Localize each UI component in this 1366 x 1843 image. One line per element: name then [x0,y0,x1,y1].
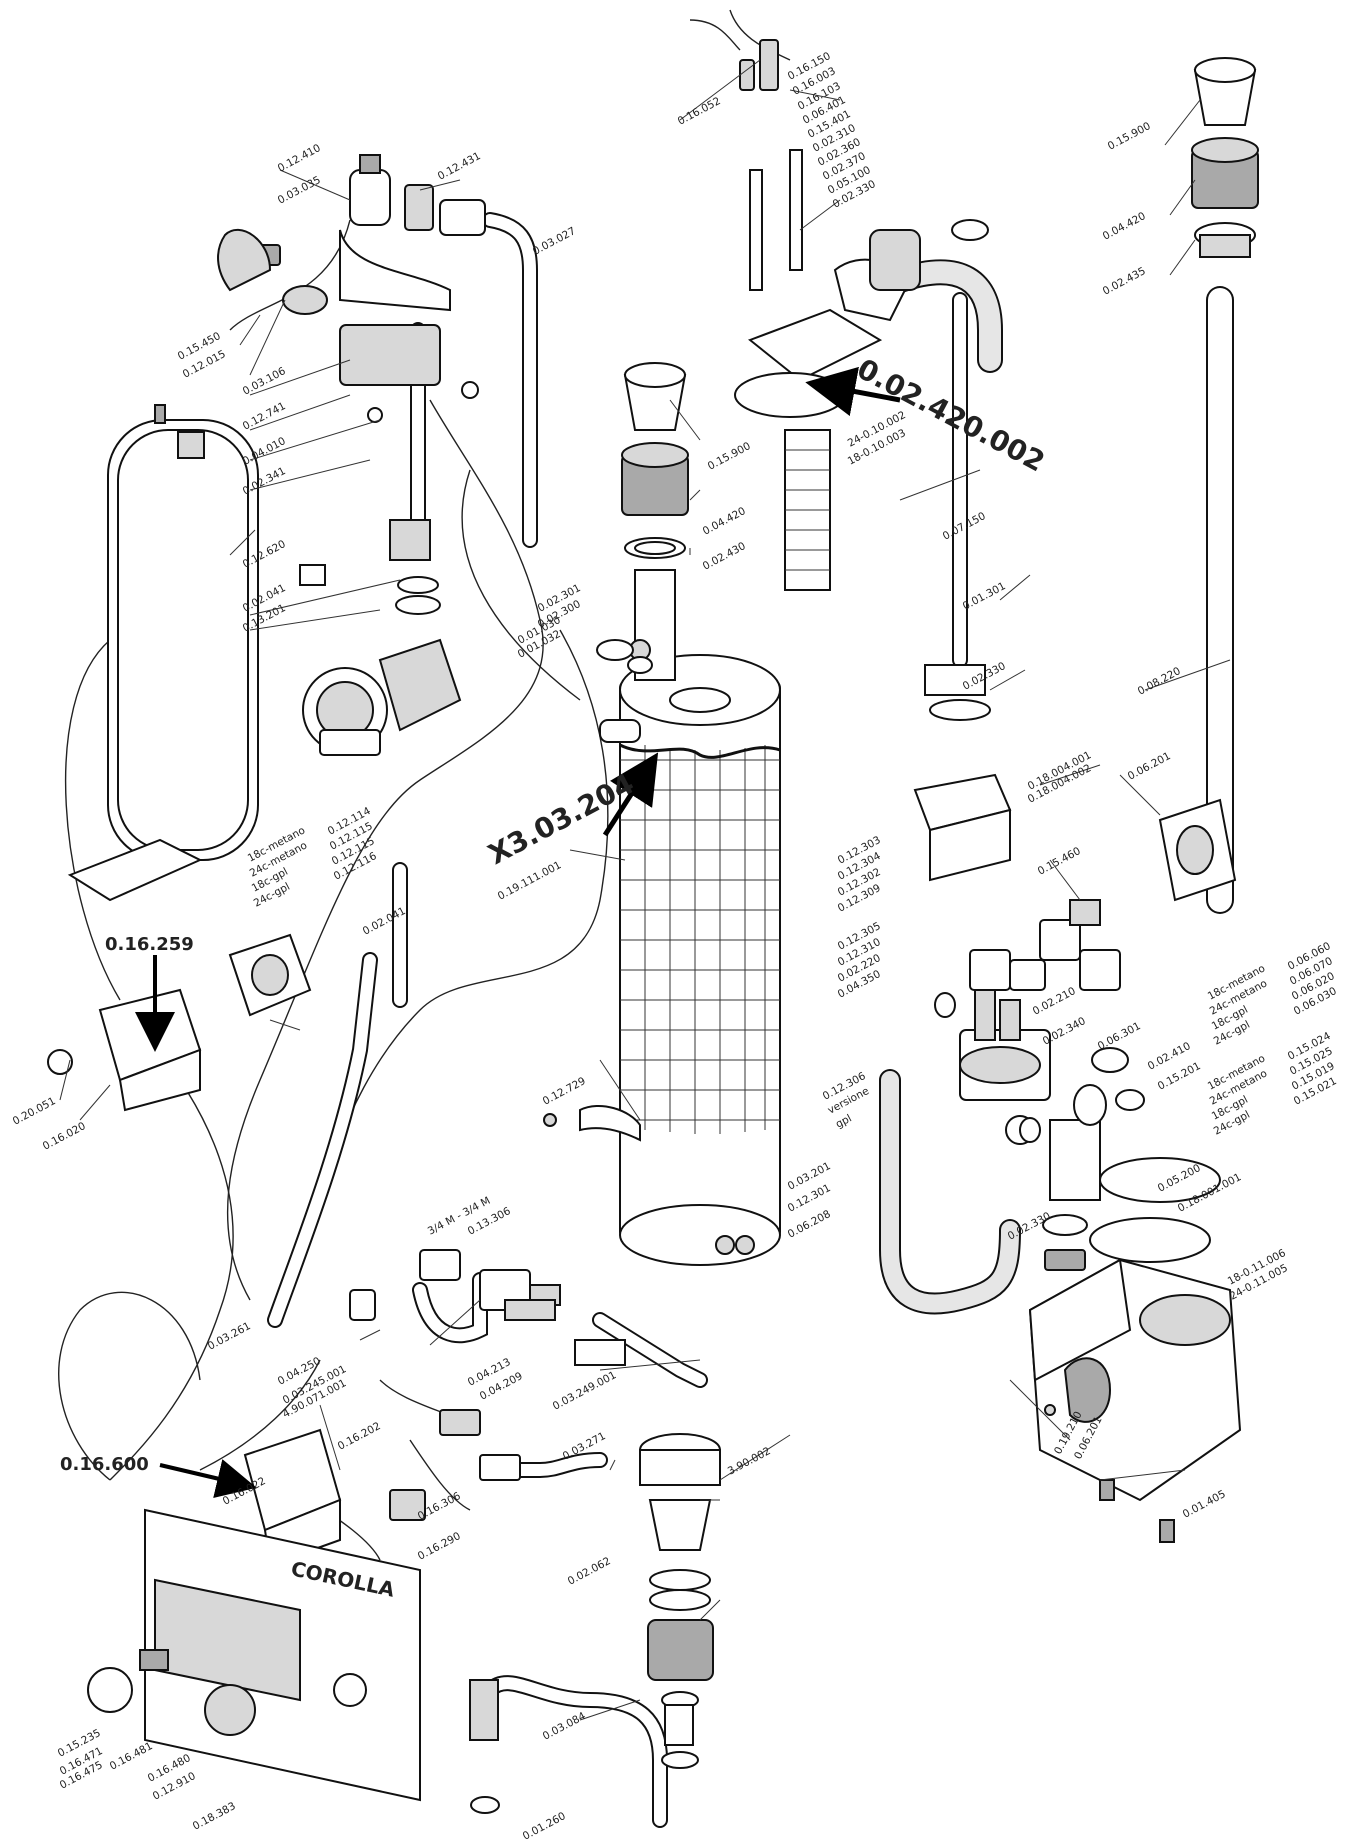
misc-fittings [299,219,1107,1366]
bottom-valves [349,1249,561,1481]
part-label: 0.02.435 [1101,265,1148,298]
part-label: 0.12.431 [436,150,483,183]
callout-arrows [135,366,901,1499]
gas-valve-assembly [959,949,1145,1271]
callout-label: 0.02.420.002 [852,352,1050,478]
part-label: 0.12.410 [276,142,323,175]
wiring [58,9,791,1561]
part-label: 0.04.420 [1101,210,1148,243]
part-label: 3.90.002 [726,1445,773,1478]
part-label: 0.08.220 [1136,665,1183,698]
gas-regulator [228,933,312,1017]
expansion-vessel [67,404,259,902]
leader-lines [59,59,1231,1721]
part-label: 0.06.301 [1096,1020,1143,1053]
part-label: 0.03.249.001 [551,1369,619,1413]
fan-blower [1028,1157,1242,1543]
part-label: 0.02.062 [566,1555,613,1588]
part-label: 0.12.741 [241,400,288,433]
part-label: 0.16.202 [336,1420,383,1453]
safety-valve [469,1433,721,1814]
part-label: 0.03.035 [276,174,323,207]
part-label: 0.18.383 [191,1800,238,1833]
part-label: 0.01.260 [521,1810,568,1843]
part-label: 0.16.290 [416,1530,463,1563]
part-label: 0.02.430 [701,540,748,573]
flue-box [913,773,1237,902]
part-label: 0.06.201 [1126,750,1173,783]
heat-exchanger [599,654,781,1266]
part-label: 0.03.106 [241,365,288,398]
ignition-control-box [47,988,202,1112]
circulation-pump [302,638,462,756]
part-label: 0.15.900 [1106,120,1153,153]
part-label: 0.04.420 [701,505,748,538]
part-label: 0.16.481 [108,1740,155,1773]
part-label: 0.03.027 [531,225,578,258]
part-label: 0.20.051 [11,1095,58,1128]
right-flue-stack [1191,57,1259,258]
central-flue-stack [621,362,689,681]
part-label: 0.03.261 [206,1320,253,1353]
solenoid-valves [1039,899,1121,991]
front-control-panel: COROLLA [87,1508,421,1802]
part-label: 0.16.052 [676,95,723,128]
hydraulic-group [217,154,486,615]
part-label: 0.16.020 [41,1120,88,1153]
part-label: gpl [834,1112,854,1130]
part-label: 0.12.729 [541,1075,588,1108]
part-label: 0.01.405 [1181,1488,1228,1521]
part-label: 0.03.084 [541,1710,588,1743]
callout-label: 0.16.600 [60,1454,149,1475]
callout-label: 0.16.259 [105,934,194,955]
part-label: 0.15.900 [706,440,753,473]
